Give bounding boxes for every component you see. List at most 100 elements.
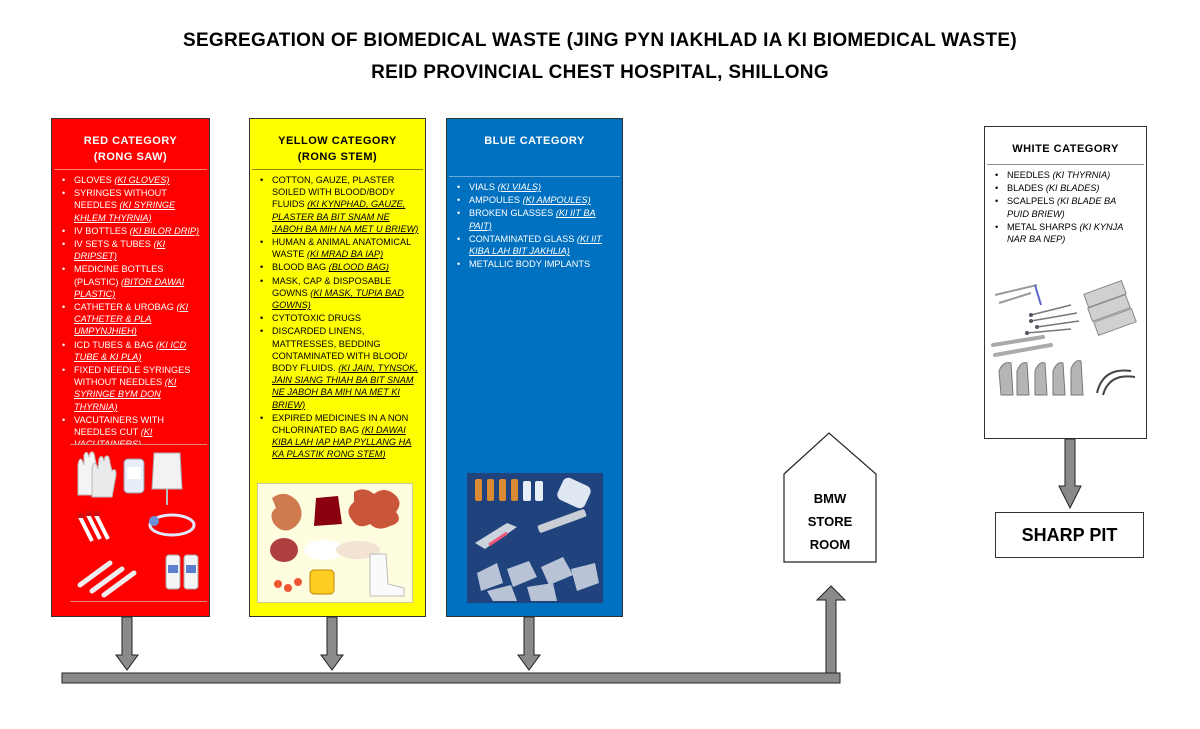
white-waste-photo: [991, 275, 1143, 407]
yellow-item-text: BLOOD BAG: [272, 262, 329, 273]
red-waste-photo: [70, 444, 207, 602]
white-down-arrow: [1058, 438, 1082, 510]
white-item-text: NEEDLES: [1007, 170, 1053, 180]
blue-items-list: •VIALS (KI VIALS)•AMPOULES (KI AMPOULES)…: [447, 177, 622, 270]
red-item-text: IV SETS & TUBES: [74, 239, 154, 250]
blue-category-box: BLUE CATEGORY •VIALS (KI VIALS)•AMPOULES…: [446, 118, 623, 617]
blue-item: • VIALS (KI VIALS): [453, 181, 616, 193]
bullet-icon: •: [457, 195, 461, 206]
blue-item-text: METALLIC BODY IMPLANTS: [469, 259, 591, 270]
collection-line: [61, 672, 841, 684]
white-item-text: SCALPELS: [1007, 196, 1058, 207]
yellow-item: •CYTOTOXIC DRUGS: [256, 312, 419, 324]
blue-item-local-text: (KI VIALS): [497, 182, 542, 192]
yellow-category-heading: YELLOW CATEGORY (RONG STEM): [250, 119, 425, 169]
blue-item-text: VIALS: [469, 182, 498, 192]
yellow-item-local-text: (KI MASK, TUPIA BAD GOWNS): [272, 287, 404, 311]
store-up-arrow: [815, 585, 847, 674]
bullet-icon: •: [457, 182, 461, 192]
red-item-local-text: (BITOR DAWAI PLASTIC): [74, 276, 185, 299]
white-item-text: METAL SHARPS: [1007, 221, 1080, 232]
store-line-3: ROOM: [809, 537, 851, 552]
yellow-item-local-text: (KI JAIN, TYNSOK, JAIN SIANG THIAH BA BI…: [272, 363, 418, 410]
yellow-waste-photo: [257, 483, 413, 603]
red-item-local-text: (KI SYRINGE KHLEM THYRNIA): [74, 200, 176, 223]
blue-item-local-text: (KI IIT KIBA LAH BIT JAKHLIA): [469, 233, 602, 257]
red-item-text: SYRINGES WITHOUT NEEDLES: [74, 188, 167, 211]
blue-item-text: BROKEN GLASSES: [469, 208, 556, 219]
red-item-local-text: (KI ICD TUBE & KI PLA): [74, 339, 187, 362]
yellow-item: • HUMAN & ANIMAL ANATOMICAL WASTE (KI MRA…: [256, 236, 419, 260]
bullet-icon: •: [260, 262, 264, 273]
yellow-item-local-text: (KI KYNPHAD, GAUZE, PLASTER BA BIT SNAM …: [272, 199, 419, 234]
white-item-local-text: (KI BLADE BA PUID BRIEW): [1007, 196, 1116, 219]
red-item-local-text: (KI GLOVES): [114, 175, 170, 185]
red-heading-title: RED CATEGORY: [83, 135, 178, 147]
yellow-item-text: HUMAN & ANIMAL ANATOMICAL WASTE: [272, 237, 411, 260]
yellow-item-text: EXPIRED MEDICINES IN A NON CHLORINATED B…: [272, 412, 409, 436]
yellow-item-local-text: (KI MRAD BA IAP): [306, 249, 384, 260]
divider: [54, 169, 207, 170]
yellow-item: •DISCARDED LINENS, MATTRESSES, BEDDING C…: [256, 325, 419, 410]
yellow-item-local-text: (BLOOD BAG): [328, 262, 389, 273]
red-heading-subtitle: (RONG SAW): [93, 151, 168, 163]
white-item-local-text: (KI KYNJA NAR BA NEP): [1007, 221, 1124, 245]
blue-down-arrow: [517, 616, 541, 671]
white-item: •NEEDLES (KI THYRNIA): [991, 169, 1140, 181]
red-down-arrow: [115, 616, 139, 671]
bullet-icon: •: [995, 183, 999, 194]
red-item: •ICD TUBES & BAG (KI ICD TUBE & KI PLA): [58, 339, 203, 363]
white-heading-title: WHITE CATEGORY: [1012, 143, 1119, 155]
red-item-text: MEDICINE BOTTLES (PLASTIC): [74, 264, 164, 287]
red-category-heading: RED CATEGORY (RONG SAW): [52, 119, 209, 169]
sharp-pit-box: SHARP PIT: [995, 512, 1144, 558]
title-line-1: SEGREGATION OF BIOMEDICAL WASTE (JING PY…: [182, 30, 1017, 51]
bullet-icon: •: [260, 175, 264, 185]
red-item: •IV BOTTLES (KI BILOR DRIP): [58, 225, 203, 237]
bullet-icon: •: [62, 175, 66, 185]
yellow-item: • COTTON, GAUZE, PLASTER SOILED WITH BLOO…: [256, 174, 419, 235]
red-item-text: IV BOTTLES: [74, 225, 130, 236]
bullet-icon: •: [260, 412, 264, 423]
white-item: •SCALPELS (KI BLADE BA PUID BRIEW): [991, 195, 1140, 219]
yellow-item: • EXPIRED MEDICINES IN A NON CHLORINATED …: [256, 412, 419, 461]
yellow-item-text: MASK, CAP & DISPOSABLE GOWNS: [272, 275, 392, 298]
white-item: •BLADES (KI BLADES): [991, 182, 1140, 194]
blue-item: •AMPOULES (KI AMPOULES): [453, 194, 616, 206]
blue-item: • CONTAMINATED GLASS (KI IIT KIBA LAH BIT…: [453, 233, 616, 257]
yellow-item-text: COTTON, GAUZE, PLASTER SOILED WITH BLOOD…: [272, 175, 395, 210]
yellow-items-list: • COTTON, GAUZE, PLASTER SOILED WITH BLOO…: [250, 170, 425, 461]
white-category-box: WHITE CATEGORY •NEEDLES (KI THYRNIA) • BLA…: [984, 126, 1147, 439]
yellow-category-box: YELLOW CATEGORY (RONG STEM) • COTTON, GAU…: [249, 118, 426, 617]
store-line-1: BMW: [813, 491, 847, 506]
yellow-item-local-text: (KI DAWAI KIBA LAH IAP HAP PYLLANG HA KA…: [272, 425, 412, 460]
white-item: •METAL SHARPS (KI KYNJA NAR BA NEP): [991, 221, 1140, 245]
red-item-text: CATHETER & UROBAG: [74, 302, 177, 313]
yellow-heading-title: YELLOW CATEGORY: [278, 135, 397, 147]
blue-item-text: CONTAMINATED GLASS: [469, 233, 577, 244]
white-item-text: BLADES: [1007, 183, 1046, 194]
bullet-icon: •: [62, 264, 66, 275]
bullet-icon: •: [62, 339, 66, 350]
red-item: •CATHETER & UROBAG (KI CATHETER & PLA UM…: [58, 301, 203, 338]
white-category-heading: WHITE CATEGORY: [985, 127, 1146, 164]
red-item: •IV SETS & TUBES (KI DRIPSET): [58, 238, 203, 262]
bullet-icon: •: [62, 188, 66, 199]
store-room-label: BMW STORE ROOM: [783, 487, 877, 556]
red-category-box: RED CATEGORY (RONG SAW) • GLOVES (KI GLOV…: [51, 118, 210, 617]
bullet-icon: •: [62, 365, 66, 376]
bullet-icon: •: [260, 275, 264, 286]
bmw-store-room: BMW STORE ROOM: [783, 432, 877, 562]
blue-item-text: AMPOULES: [469, 195, 523, 206]
yellow-heading-subtitle: (RONG STEM): [297, 151, 378, 163]
bullet-icon: •: [260, 237, 264, 248]
bullet-icon: •: [260, 313, 264, 324]
red-item-local-text: (KI BILOR DRIP): [129, 225, 200, 236]
bullet-icon: •: [457, 233, 461, 244]
yellow-item-text: DISCARDED LINENS, MATTRESSES, BEDDING CO…: [272, 326, 408, 374]
red-item: • MEDICINE BOTTLES (PLASTIC) (BITOR DAWAI…: [58, 263, 203, 300]
bullet-icon: •: [62, 302, 66, 313]
red-item-text: GLOVES: [74, 175, 115, 185]
red-item: • SYRINGES WITHOUT NEEDLES (KI SYRINGE KH…: [58, 187, 203, 224]
divider: [449, 176, 620, 177]
